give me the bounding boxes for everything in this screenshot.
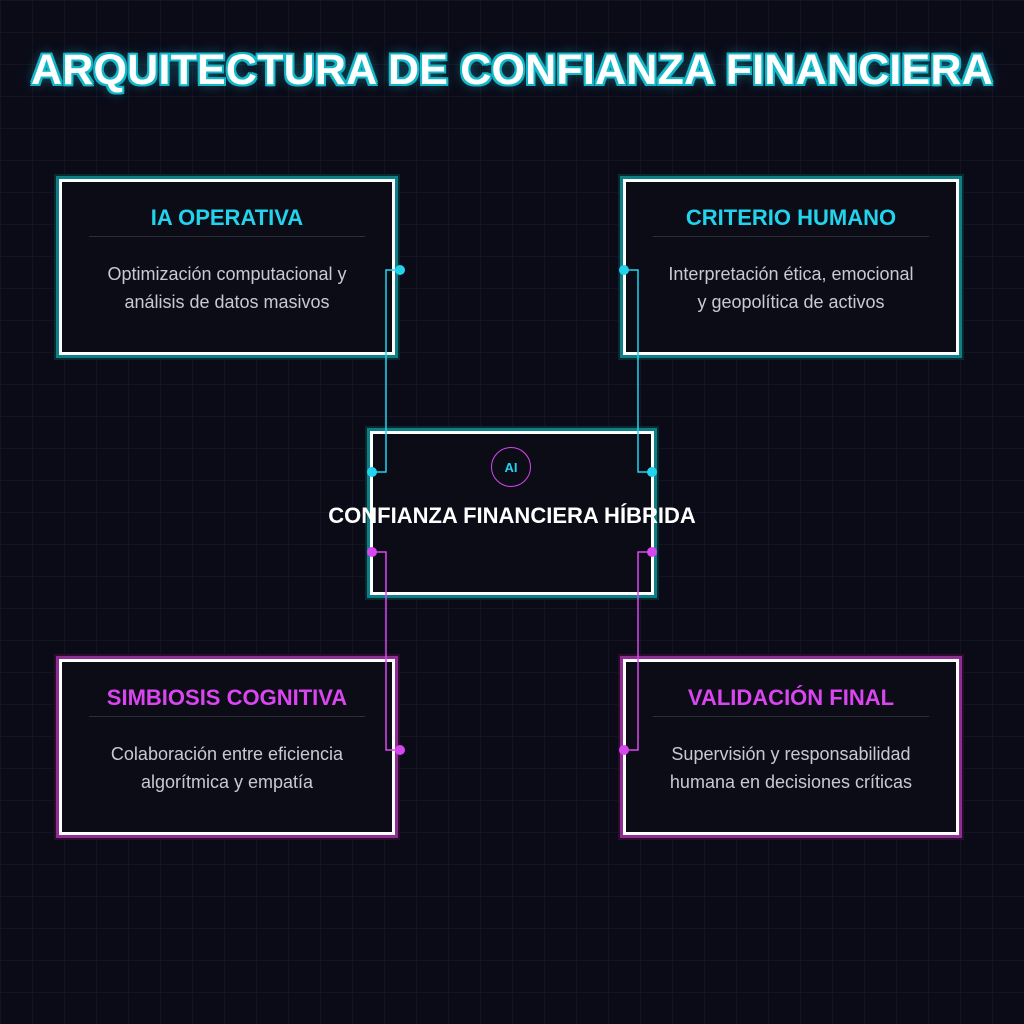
divider	[89, 716, 365, 717]
divider	[653, 716, 929, 717]
connector-dot	[367, 467, 377, 477]
node-description: Supervisión y responsabilidad humana en …	[646, 740, 936, 796]
node-description-line: humana en decisiones críticas	[669, 772, 913, 792]
node-simbiosis-cognitiva: SIMBIOSIS COGNITIVA Colaboración entre e…	[59, 659, 395, 835]
node-description: Interpretación ética, emocional y geopol…	[646, 260, 936, 316]
node-description-line: Supervisión y responsabilidad	[671, 744, 911, 764]
edge-ia-operativa-hub	[372, 269, 400, 473]
divider	[89, 236, 365, 237]
node-description-line: análisis de datos masivos	[124, 292, 330, 312]
divider	[653, 236, 929, 237]
connector-dot	[647, 467, 657, 477]
node-description: Colaboración entre eficiencia algorítmic…	[82, 740, 372, 796]
node-description-line: Colaboración entre eficiencia	[110, 744, 344, 764]
node-description: Optimización computacional y análisis de…	[82, 260, 372, 316]
node-description-line: Interpretación ética, emocional	[668, 264, 914, 284]
node-description-line: Optimización computacional y	[107, 264, 347, 284]
connector-dot	[647, 547, 657, 557]
connector-dot	[395, 745, 405, 755]
node-ia-operativa: IA OPERATIVA Optimización computacional …	[59, 179, 395, 355]
diagram-title: ARQUITECTURA DE CONFIANZA FINANCIERA	[31, 46, 993, 94]
node-title: CRITERIO HUMANO	[685, 205, 897, 230]
node-title: VALIDACIÓN FINAL	[687, 685, 895, 710]
edge-criterio-humano-hub	[624, 269, 652, 473]
node-description-line: algorítmica y empatía	[140, 772, 314, 792]
node-title: IA OPERATIVA	[150, 205, 304, 230]
node-criterio-humano: CRITERIO HUMANO Interpretación ética, em…	[623, 179, 959, 355]
edge-hub-validacion-final	[624, 551, 652, 751]
connector-dot	[619, 265, 629, 275]
node-title: SIMBIOSIS COGNITIVA	[106, 685, 348, 710]
hub-label: CONFIANZA FINANCIERA HÍBRIDA	[328, 503, 696, 528]
node-description-line: y geopolítica de activos	[697, 292, 885, 312]
connector-dot	[395, 265, 405, 275]
node-validacion-final: VALIDACIÓN FINAL Supervisión y responsab…	[623, 659, 959, 835]
connector-dot	[619, 745, 629, 755]
ai-badge-icon: AI	[491, 447, 531, 487]
edge-hub-simbiosis-cognitiva	[372, 551, 400, 751]
connector-dot	[367, 547, 377, 557]
